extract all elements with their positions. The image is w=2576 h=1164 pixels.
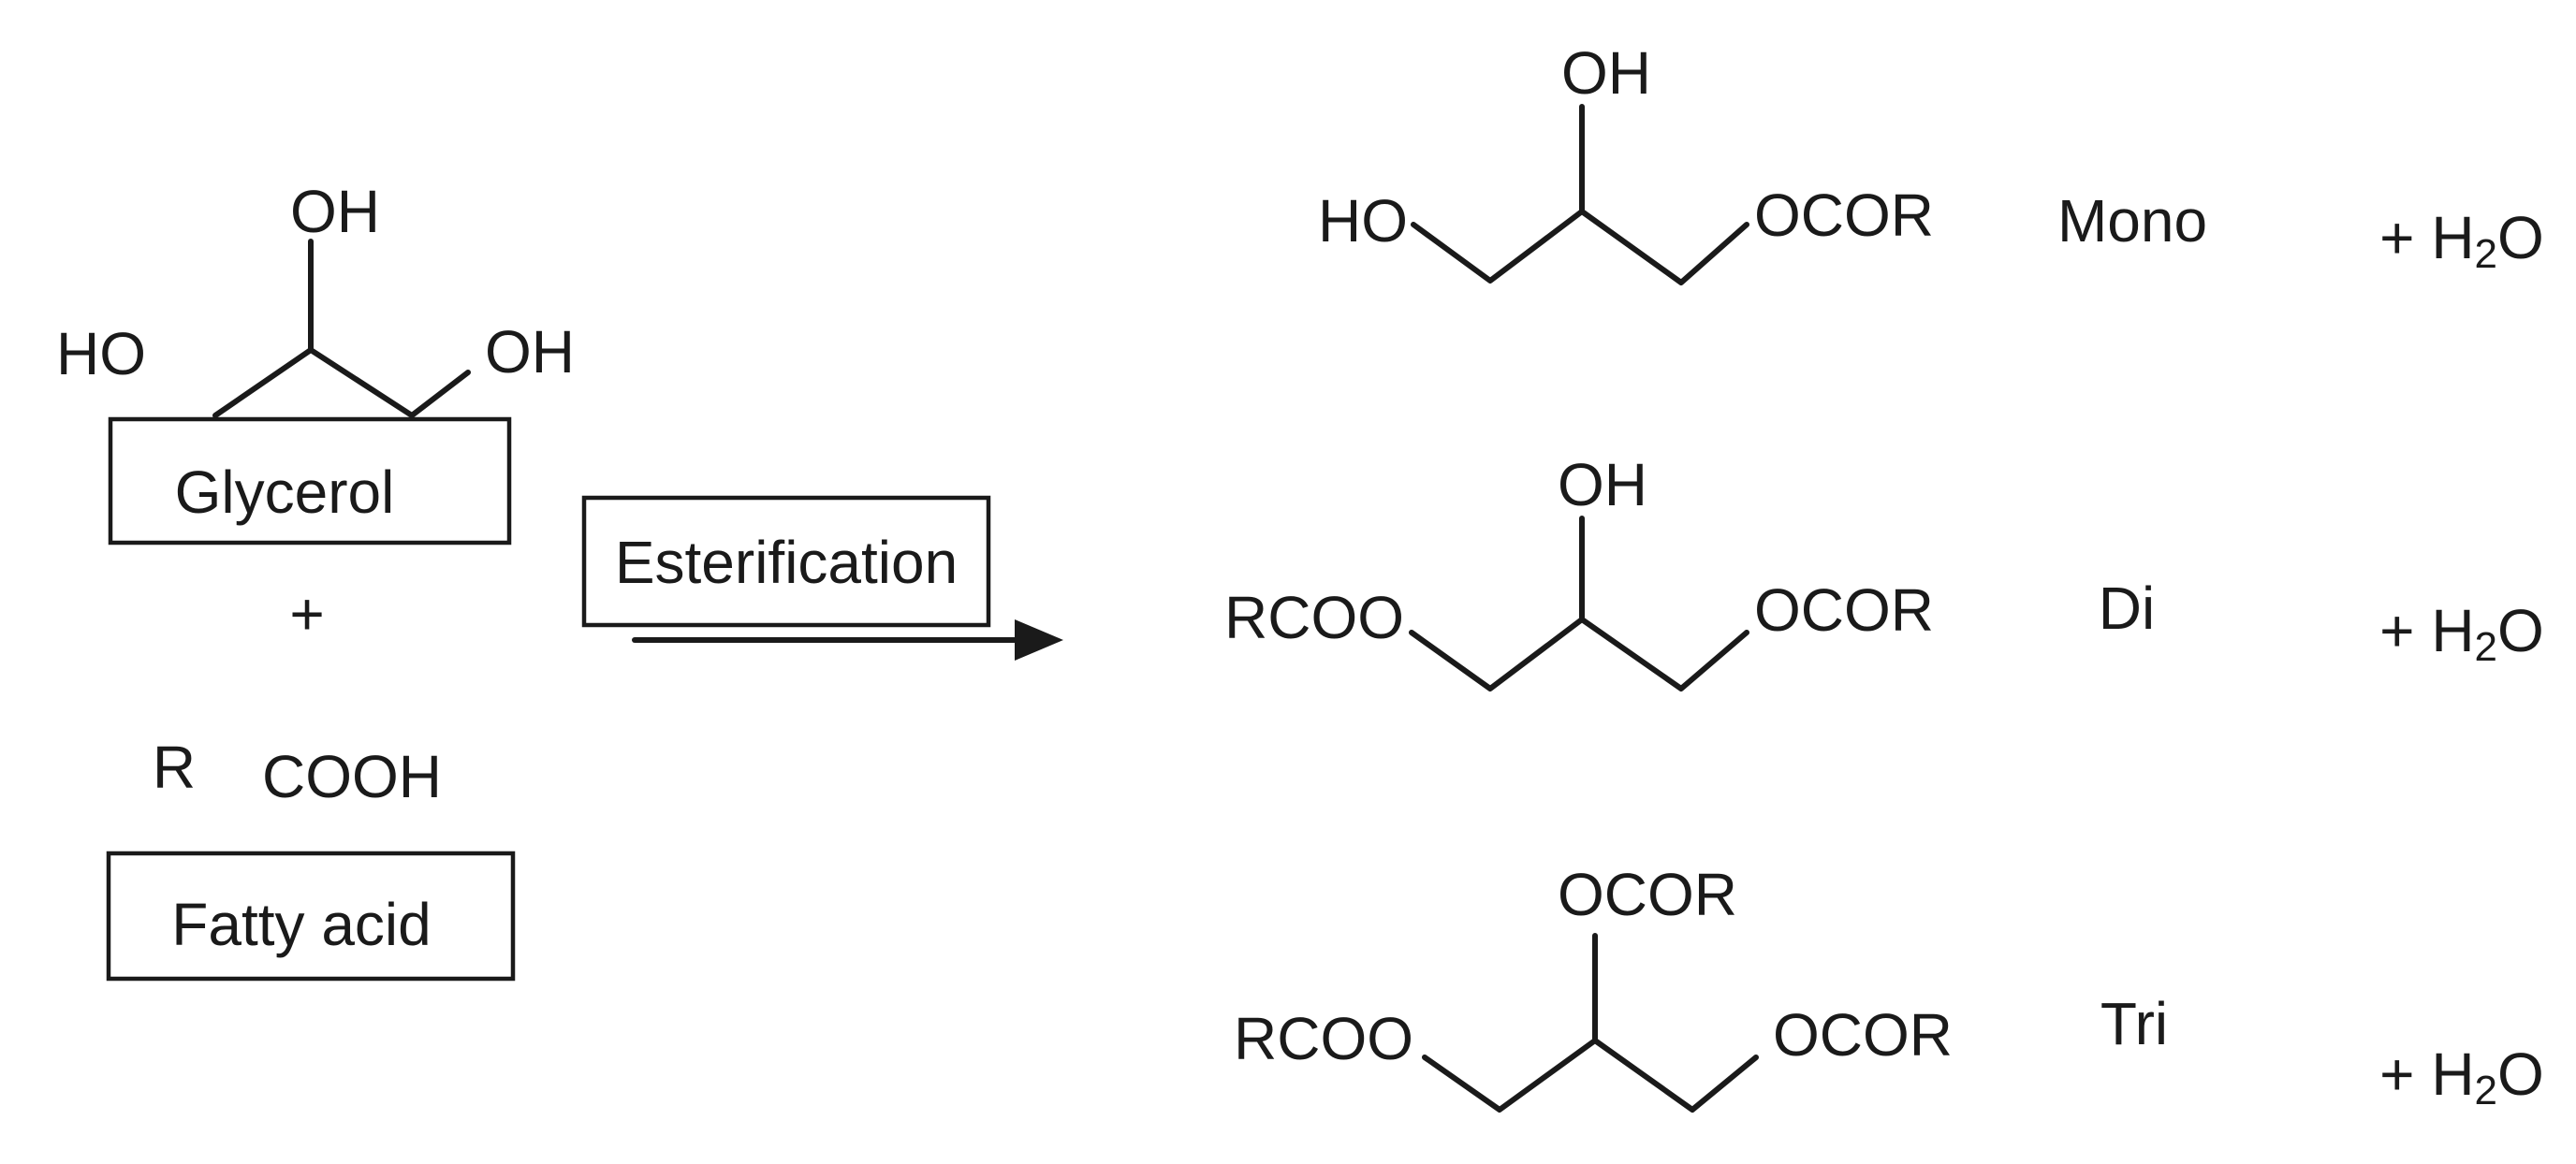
tri-skeleton-bond	[1422, 1038, 1759, 1113]
fatty-acid-cooh: COOH	[262, 743, 442, 810]
tri-name: Tri	[2100, 990, 2168, 1057]
glycerol-box-label: Glycerol	[175, 458, 395, 526]
glycerol-box	[108, 416, 512, 546]
fatty-acid-structure: R COOH Fatty acid	[106, 734, 516, 982]
mono-name: Mono	[2057, 187, 2207, 255]
esterification-label: Esterification	[615, 529, 958, 596]
di-byproduct-prefix: + H	[2379, 597, 2474, 664]
glycerol-oh-right: OH	[485, 318, 575, 386]
product-di: OH RCOO OCOR Di + H2O	[1224, 451, 2544, 691]
mono-byproduct-suffix: O	[2497, 204, 2544, 271]
glycerol-structure: OH HO OH Glycerol	[56, 178, 575, 546]
glycerol-ho-left: HO	[56, 320, 146, 387]
mono-byproduct-sub: 2	[2475, 231, 2497, 277]
glycerol-skeleton-bond	[212, 347, 471, 418]
tri-byproduct-sub: 2	[2475, 1068, 2497, 1113]
di-skeleton-bond	[1409, 617, 1749, 691]
esterification-box	[581, 495, 991, 628]
mono-top-group: OH	[1561, 39, 1651, 107]
reaction-arrow-head	[1015, 619, 1063, 661]
di-top-group: OH	[1558, 451, 1647, 518]
glycerol-oh-top: OH	[290, 178, 380, 245]
product-tri: OCOR RCOO OCOR Tri + H2O	[1234, 861, 2544, 1113]
tri-byproduct-prefix: + H	[2379, 1040, 2474, 1108]
fatty-acid-r: R	[153, 734, 196, 801]
tri-byproduct: + H2O	[2379, 1040, 2544, 1113]
product-mono: OH HO OCOR Mono + H2O	[1318, 39, 2544, 285]
fatty-acid-box-label: Fatty acid	[171, 891, 431, 958]
mono-right-group: OCOR	[1754, 182, 1934, 249]
di-left-group: RCOO	[1224, 584, 1404, 651]
tri-left-group: RCOO	[1234, 1005, 1413, 1072]
plus-sign: +	[289, 580, 324, 647]
tri-byproduct-suffix: O	[2497, 1040, 2544, 1108]
fatty-acid-box	[106, 851, 516, 982]
tri-right-group: OCOR	[1773, 1001, 1953, 1069]
di-byproduct: + H2O	[2379, 597, 2544, 670]
di-byproduct-suffix: O	[2497, 597, 2544, 664]
di-name: Di	[2099, 575, 2155, 642]
mono-byproduct-prefix: + H	[2379, 204, 2474, 271]
tri-top-group: OCOR	[1558, 861, 1737, 928]
di-byproduct-sub: 2	[2475, 624, 2497, 670]
di-right-group: OCOR	[1754, 576, 1934, 644]
mono-byproduct: + H2O	[2379, 204, 2544, 277]
mono-skeleton-bond	[1411, 209, 1749, 285]
mono-left-group: HO	[1318, 187, 1408, 255]
reaction-arrow-group: Esterification	[581, 495, 1063, 661]
